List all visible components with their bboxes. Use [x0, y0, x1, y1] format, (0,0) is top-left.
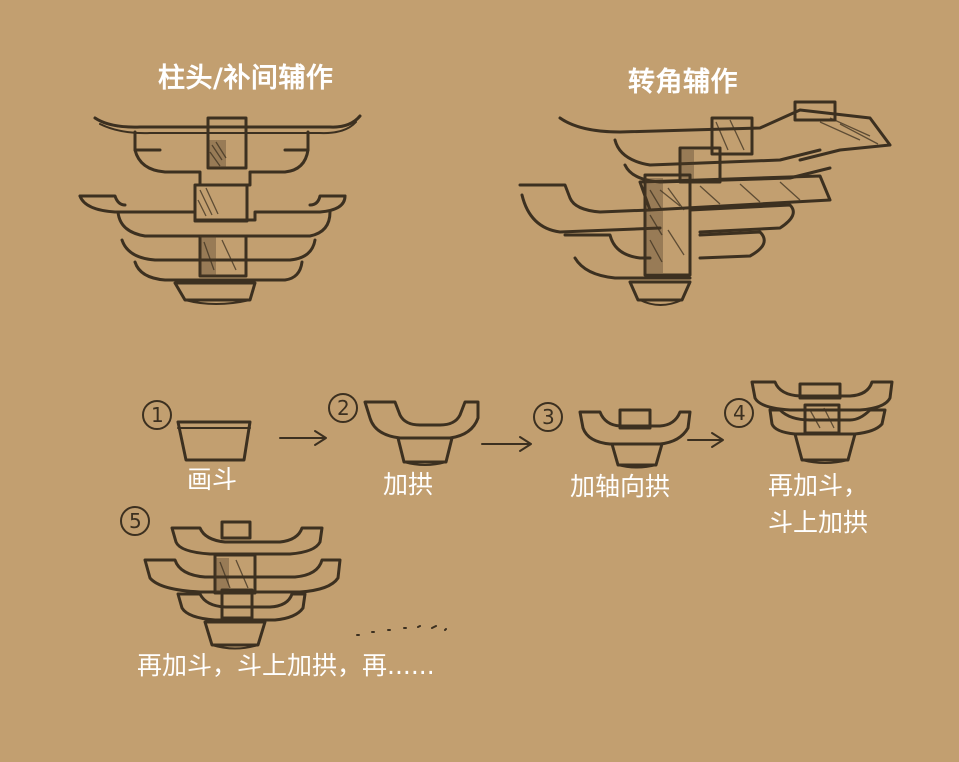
step-5-label: 再加斗，斗上加拱，再...... — [137, 651, 435, 680]
step-2-label: 加拱 — [383, 470, 434, 499]
step-3-label: 加轴向拱 — [570, 472, 671, 501]
step-4-label-line1: 再加斗， — [768, 471, 869, 500]
title-corner: 转角辅作 — [628, 67, 738, 98]
step-1-label: 画斗 — [187, 465, 238, 494]
column-head-bracket-sketch — [78, 114, 362, 305]
step-4-sketch: 4 — [724, 380, 894, 464]
svg-text:3: 3 — [542, 405, 555, 429]
step-2-sketch: 2 — [328, 393, 532, 466]
svg-text:1: 1 — [151, 403, 164, 427]
step-5-sketch: 5 — [120, 506, 447, 650]
svg-text:5: 5 — [129, 509, 142, 533]
corner-bracket-sketch — [518, 100, 892, 306]
title-column-head: 柱头/补间辅作 — [158, 63, 334, 94]
svg-text:2: 2 — [337, 396, 350, 420]
step-4-label-line2: 斗上加拱 — [768, 508, 869, 537]
step-3-sketch: 3 — [533, 402, 724, 469]
svg-text:4: 4 — [733, 401, 746, 425]
step-1-sketch: 1 — [142, 400, 327, 462]
